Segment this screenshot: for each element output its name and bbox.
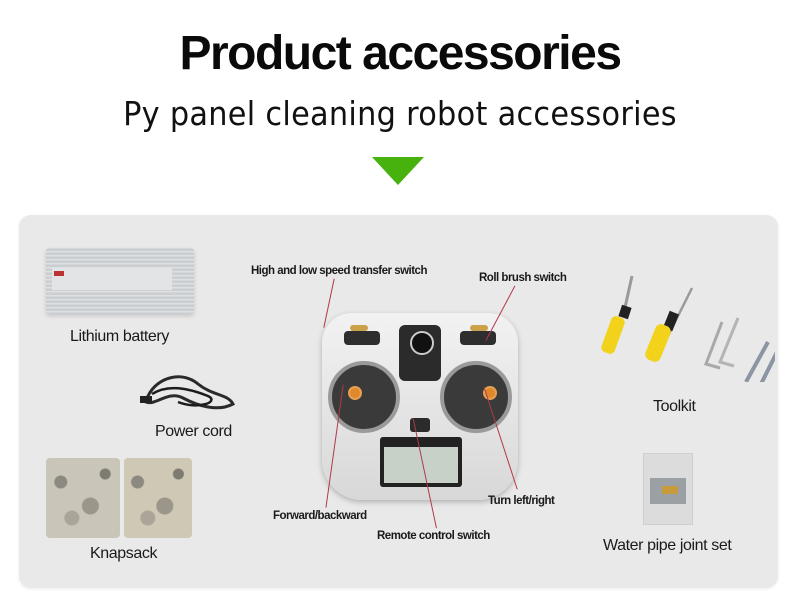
knapsack-image <box>46 458 120 538</box>
water-pipe-joint-set-image <box>643 453 693 525</box>
callout-remote-control-switch: Remote control switch <box>377 530 490 542</box>
power-cord-image <box>140 375 235 410</box>
lithium-battery-label: Lithium battery <box>70 328 169 345</box>
toolkit-image <box>601 275 775 382</box>
page-title: Product accessories <box>179 27 622 80</box>
water-pipe-joint-set-label: Water pipe joint set <box>603 537 732 554</box>
hex-key-icon <box>704 317 740 370</box>
toolkit-label: Toolkit <box>653 398 696 415</box>
callout-roll-brush-switch: Roll brush switch <box>479 272 567 284</box>
callout-speed-switch: High and low speed transfer switch <box>251 265 427 277</box>
callout-forward-backward: Forward/backward <box>273 510 367 522</box>
down-triangle-icon <box>372 157 424 185</box>
wrench-icon <box>744 341 775 382</box>
knapsack-image-2 <box>124 458 192 538</box>
lithium-battery-image <box>46 248 194 314</box>
callout-turn-left-right: Turn left/right <box>488 495 555 507</box>
screwdriver-icon <box>645 287 694 362</box>
screwdriver-icon <box>601 275 634 354</box>
knapsack-label: Knapsack <box>90 545 158 562</box>
page-subtitle: Py panel cleaning robot accessories <box>123 94 677 133</box>
power-cord-label: Power cord <box>155 423 232 440</box>
